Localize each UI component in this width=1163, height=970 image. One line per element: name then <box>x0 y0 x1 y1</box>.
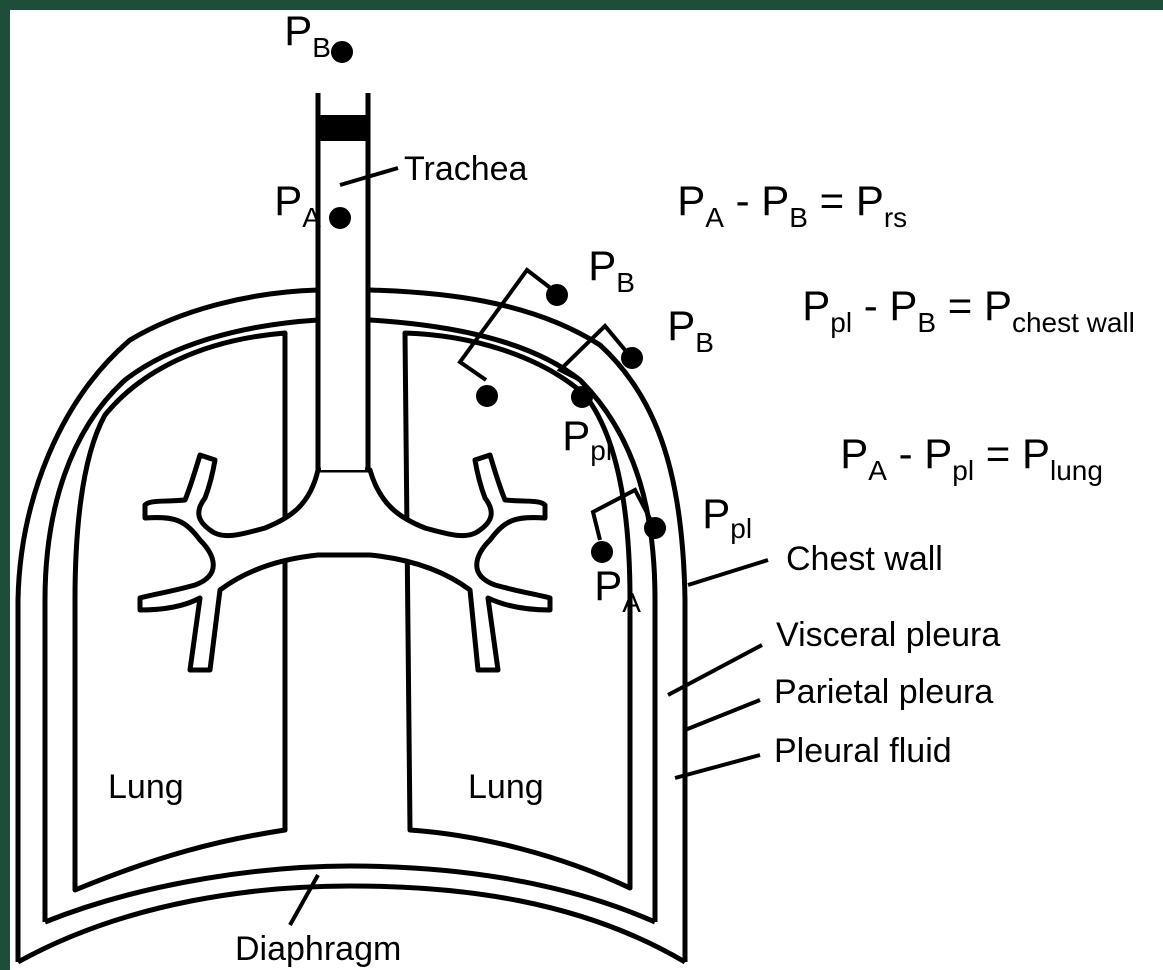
pleural-fluid-leader <box>675 755 760 778</box>
ppl-mid-dot <box>573 388 591 406</box>
chest-wall-outer <box>18 290 318 962</box>
ppl-outer-dot <box>646 519 664 537</box>
lung-left-outline <box>75 333 285 890</box>
lung-left-label: Lung <box>108 768 184 806</box>
pb-outer2-label: PB <box>645 302 727 358</box>
bronchial-tree <box>140 455 550 670</box>
chest-wall-outer-right <box>370 290 685 962</box>
respiratory-system-diagram: Trachea Lung Lung Diaphragm Chest wall V… <box>10 10 1163 970</box>
equation-chest-wall: Ppl - PB = Pchest wall <box>780 282 1148 338</box>
pb-probe-2-dot <box>623 349 641 367</box>
visceral-pleura-label: Visceral pleura <box>776 616 1000 654</box>
lung-right-label: Lung <box>468 768 544 806</box>
parietal-pleura-leader <box>685 700 760 730</box>
trachea-cartilage <box>318 115 368 141</box>
pa-alveolar-label: PA <box>572 562 654 618</box>
equation-lung: PA - Ppl = Plung <box>818 430 1116 486</box>
pa-trachea-label: PA <box>252 177 334 233</box>
trachea-lumen <box>321 320 365 470</box>
ppl-inner-dot <box>478 387 496 405</box>
ppl-outer-label: Ppl <box>680 490 765 544</box>
diagram-canvas: Trachea Lung Lung Diaphragm Chest wall V… <box>10 10 1163 970</box>
equation-respiratory-system: PA - PB = Prs <box>655 177 921 233</box>
pleural-fluid-label: Pleural fluid <box>774 732 952 770</box>
pb-top-label: PB <box>262 10 344 63</box>
pb-outer1-label: PB <box>566 242 648 298</box>
pb-probe-1-dot <box>548 286 566 304</box>
parietal-pleura-label: Parietal pleura <box>774 673 993 711</box>
trachea-label: Trachea <box>404 150 528 188</box>
chest-wall-leader <box>688 560 768 585</box>
diaphragm-label: Diaphragm <box>235 930 401 968</box>
chest-wall-label: Chest wall <box>786 540 943 578</box>
pa-alveolar-dot <box>593 543 611 561</box>
diaphragm-leader <box>290 875 318 925</box>
visceral-pleura-leader <box>668 645 762 695</box>
